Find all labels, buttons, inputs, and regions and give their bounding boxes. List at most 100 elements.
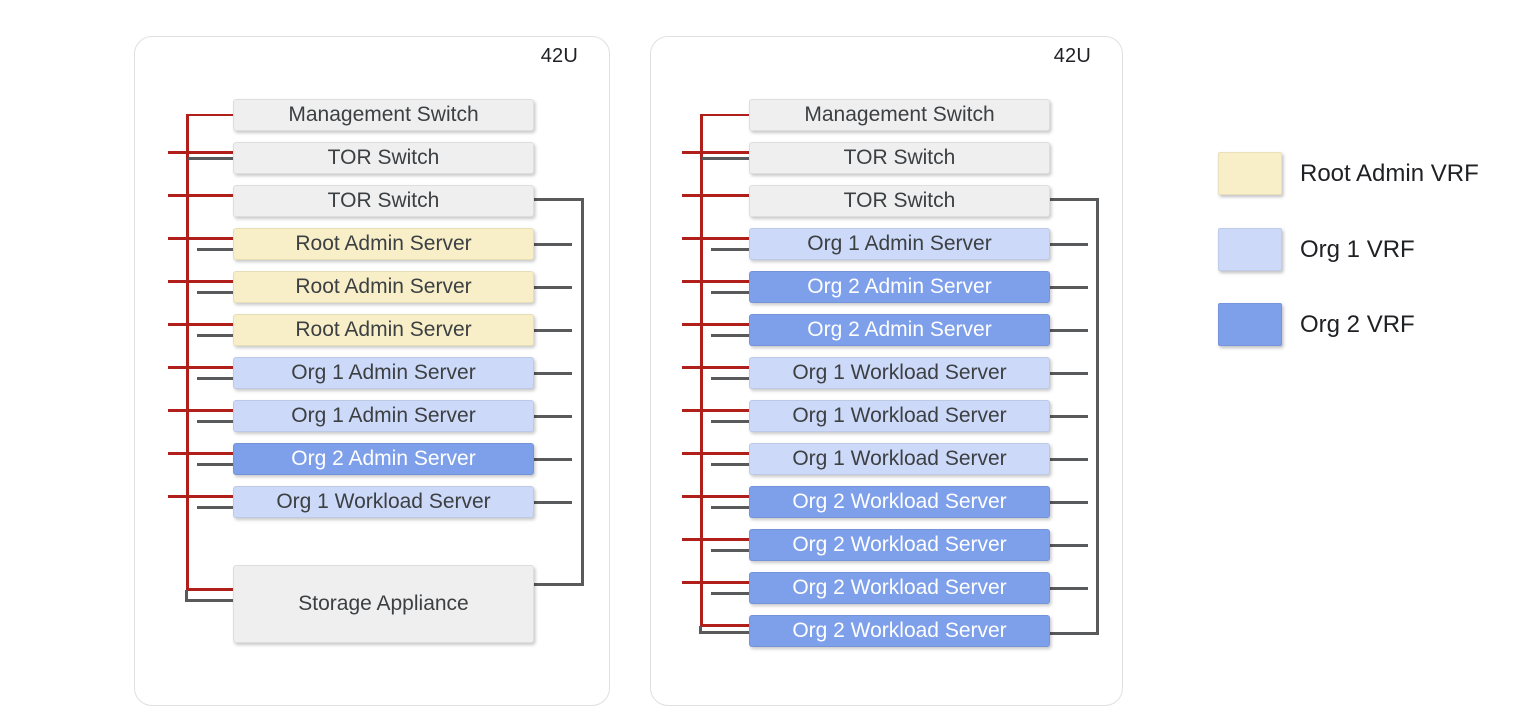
management-network-line	[168, 452, 233, 455]
data-network-line	[702, 156, 749, 160]
data-network-line	[197, 248, 233, 251]
management-network-line	[186, 588, 233, 591]
rack-unit-org-1-admin-server: Org 1 Admin Server	[749, 228, 1050, 260]
data-network-line	[184, 590, 188, 602]
data-network-line	[1050, 242, 1088, 246]
rack-unit-org-2-admin-server: Org 2 Admin Server	[233, 443, 534, 475]
rack-capacity-label: 42U	[540, 45, 578, 67]
rack-unit-org-1-admin-server: Org 1 Admin Server	[233, 400, 534, 432]
rack-unit-org-1-workload-server: Org 1 Workload Server	[749, 400, 1050, 432]
data-network-line	[1096, 198, 1099, 635]
data-network-line	[711, 334, 749, 337]
data-network-line	[188, 156, 233, 160]
rack-unit-root-admin-server: Root Admin Server	[233, 271, 534, 303]
rack-capacity-label: 42U	[1053, 45, 1091, 67]
management-network-line	[168, 323, 233, 326]
data-network-line	[534, 285, 572, 289]
data-network-line	[1050, 414, 1088, 418]
management-network-line	[682, 581, 749, 584]
rack-unit-org-1-workload-server: Org 1 Workload Server	[749, 357, 1050, 389]
data-network-line	[184, 599, 233, 602]
data-network-line	[534, 371, 572, 375]
data-network-line	[711, 420, 749, 423]
legend-label-org-1-vrf: Org 1 VRF	[1300, 236, 1415, 263]
data-network-line	[1050, 632, 1099, 635]
data-network-line	[534, 583, 584, 586]
rack-unit-management-switch: Management Switch	[749, 99, 1050, 131]
data-network-line	[711, 549, 749, 552]
data-network-line	[711, 463, 749, 466]
management-network-line	[682, 237, 749, 240]
management-network-line	[700, 113, 749, 116]
management-network-line	[168, 151, 233, 154]
management-network-line	[186, 113, 233, 116]
management-network-line	[682, 452, 749, 455]
rack-unit-management-switch: Management Switch	[233, 99, 534, 131]
rack-unit-tor-switch: TOR Switch	[233, 142, 534, 174]
legend-label-root-admin-vrf: Root Admin VRF	[1300, 160, 1479, 187]
data-network-line	[534, 457, 572, 461]
rack-unit-org-2-workload-server: Org 2 Workload Server	[749, 529, 1050, 561]
management-network-line	[168, 280, 233, 283]
management-network-line	[682, 409, 749, 412]
data-network-line	[1050, 586, 1088, 590]
data-network-line	[534, 198, 584, 201]
management-network-line	[700, 113, 703, 627]
rack-unit-tor-switch: TOR Switch	[749, 185, 1050, 217]
rack-unit-tor-switch: TOR Switch	[749, 142, 1050, 174]
data-network-line	[1050, 457, 1088, 461]
data-network-line	[197, 463, 233, 466]
management-network-line	[168, 237, 233, 240]
management-network-line	[168, 409, 233, 412]
management-network-line	[168, 366, 233, 369]
data-network-line	[711, 506, 749, 509]
legend-swatch-org-2-vrf	[1218, 303, 1282, 346]
data-network-line	[1050, 328, 1088, 332]
data-network-line	[197, 334, 233, 337]
rack-unit-org-1-admin-server: Org 1 Admin Server	[233, 357, 534, 389]
data-network-line	[197, 291, 233, 294]
legend-swatch-root-admin-vrf	[1218, 152, 1282, 195]
data-network-line	[1050, 500, 1088, 504]
management-network-line	[186, 113, 189, 591]
management-network-line	[682, 366, 749, 369]
rack-unit-org-2-admin-server: Org 2 Admin Server	[749, 271, 1050, 303]
data-network-line	[698, 631, 749, 634]
data-network-line	[197, 506, 233, 509]
data-network-line	[711, 291, 749, 294]
data-network-line	[1050, 285, 1088, 289]
rack-unit-org-1-workload-server: Org 1 Workload Server	[233, 486, 534, 518]
data-network-line	[1050, 543, 1088, 547]
data-network-line	[711, 377, 749, 380]
management-network-line	[682, 151, 749, 154]
data-network-line	[534, 414, 572, 418]
data-network-line	[698, 626, 702, 634]
rack-unit-root-admin-server: Root Admin Server	[233, 228, 534, 260]
rack-unit-org-2-workload-server: Org 2 Workload Server	[749, 572, 1050, 604]
management-network-line	[682, 538, 749, 541]
rack-unit-org-2-workload-server: Org 2 Workload Server	[749, 486, 1050, 518]
management-network-line	[682, 323, 749, 326]
data-network-line	[534, 242, 572, 246]
data-network-line	[534, 500, 572, 504]
data-network-line	[534, 328, 572, 332]
data-network-line	[711, 592, 749, 595]
rack-unit-tor-switch: TOR Switch	[233, 185, 534, 217]
data-network-line	[197, 377, 233, 380]
data-network-line	[581, 198, 584, 586]
rack-unit-root-admin-server: Root Admin Server	[233, 314, 534, 346]
rack-unit-org-1-workload-server: Org 1 Workload Server	[749, 443, 1050, 475]
management-network-line	[168, 495, 233, 498]
legend-label-org-2-vrf: Org 2 VRF	[1300, 311, 1415, 338]
management-network-line	[682, 495, 749, 498]
management-network-line	[682, 280, 749, 283]
data-network-line	[1050, 371, 1088, 375]
data-network-line	[711, 248, 749, 251]
rack-unit-org-2-workload-server: Org 2 Workload Server	[749, 615, 1050, 647]
management-network-line	[682, 194, 749, 197]
rack-unit-storage-appliance: Storage Appliance	[233, 565, 534, 643]
management-network-line	[700, 624, 749, 627]
rack-unit-org-2-admin-server: Org 2 Admin Server	[749, 314, 1050, 346]
legend-swatch-org-1-vrf	[1218, 228, 1282, 271]
